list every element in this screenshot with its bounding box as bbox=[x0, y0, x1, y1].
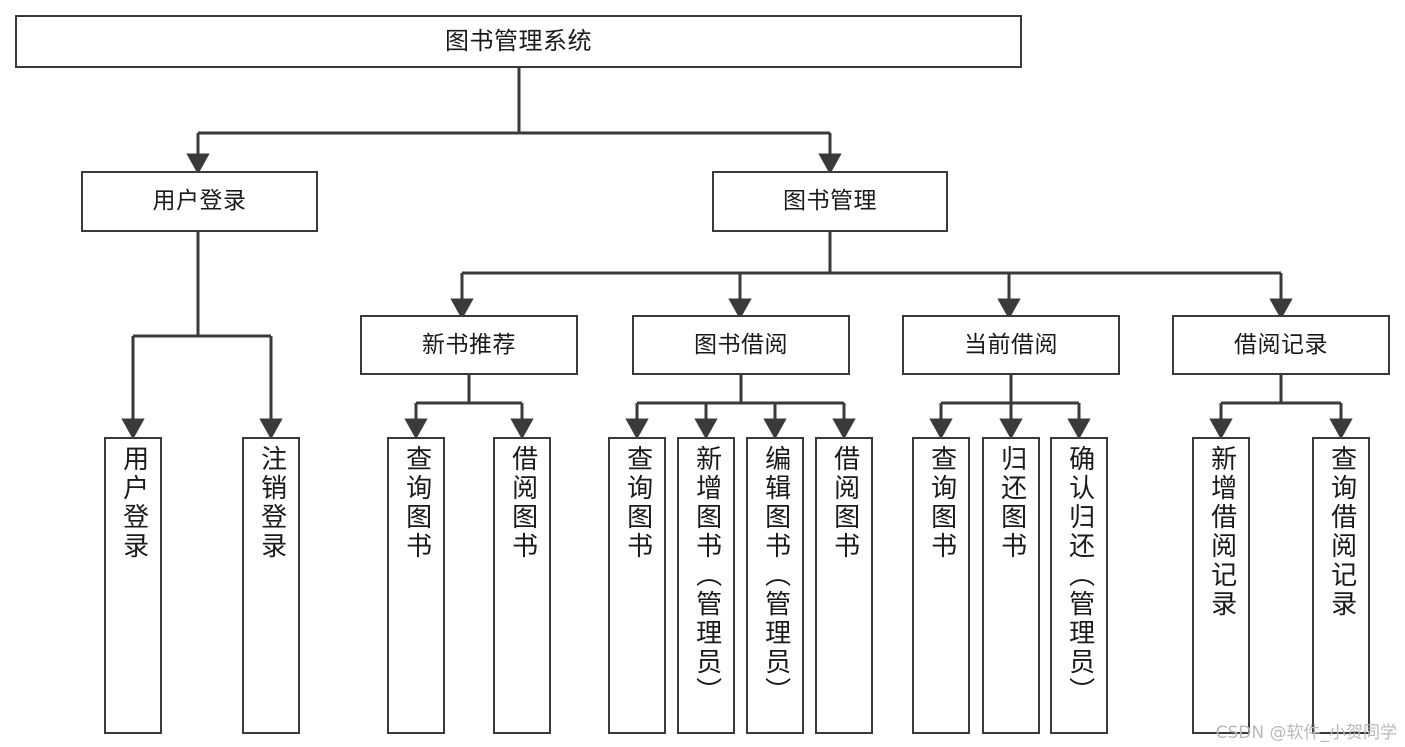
node-label: 编辑图书（管理员） bbox=[760, 445, 791, 706]
node-label: 确认归还（管理员） bbox=[1064, 445, 1095, 706]
watermark-text: CSDN @软件_小贺同学 bbox=[1215, 723, 1397, 743]
node-label: 归还图书 bbox=[996, 445, 1027, 561]
leaf-query-book-recommend[interactable]: 查询图书 bbox=[387, 437, 445, 734]
node-label: 用户登录 bbox=[118, 445, 149, 561]
node-label: 图书管理 bbox=[783, 188, 877, 215]
node-label: 查询图书 bbox=[401, 445, 432, 561]
leaf-return-book[interactable]: 归还图书 bbox=[982, 437, 1040, 734]
node-label: 借阅图书 bbox=[829, 445, 860, 561]
leaf-logout[interactable]: 注销登录 bbox=[242, 437, 300, 734]
leaf-add-borrow-record[interactable]: 新增借阅记录 bbox=[1192, 437, 1250, 734]
leaf-query-book-current[interactable]: 查询图书 bbox=[912, 437, 970, 734]
node-label: 新书推荐 bbox=[422, 331, 516, 358]
leaf-add-book[interactable]: 新增图书（管理员） bbox=[677, 437, 735, 734]
node-label: 用户登录 bbox=[152, 188, 247, 215]
node-label: 借阅图书 bbox=[507, 445, 538, 561]
node-label: 查询图书 bbox=[622, 445, 653, 561]
node-book-borrow[interactable]: 图书借阅 bbox=[632, 315, 850, 375]
leaf-query-book-borrow[interactable]: 查询图书 bbox=[608, 437, 666, 734]
leaf-confirm-return[interactable]: 确认归还（管理员） bbox=[1050, 437, 1108, 734]
node-label: 图书管理系统 bbox=[445, 26, 592, 55]
node-label: 查询图书 bbox=[926, 445, 957, 561]
node-label: 新增借阅记录 bbox=[1206, 445, 1237, 619]
node-current-borrow[interactable]: 当前借阅 bbox=[902, 315, 1120, 375]
node-label: 查询借阅记录 bbox=[1326, 445, 1357, 619]
node-borrow-record[interactable]: 借阅记录 bbox=[1172, 315, 1390, 375]
node-book-management[interactable]: 图书管理 bbox=[712, 171, 948, 232]
node-root-system[interactable]: 图书管理系统 bbox=[15, 15, 1022, 68]
leaf-borrow-book-recommend[interactable]: 借阅图书 bbox=[493, 437, 551, 734]
node-label: 图书借阅 bbox=[694, 331, 788, 358]
leaf-query-borrow-record[interactable]: 查询借阅记录 bbox=[1312, 437, 1370, 734]
node-label: 当前借阅 bbox=[964, 331, 1058, 358]
leaf-edit-book[interactable]: 编辑图书（管理员） bbox=[746, 437, 804, 734]
node-label: 借阅记录 bbox=[1234, 331, 1328, 358]
node-label: 新增图书（管理员） bbox=[691, 445, 722, 706]
leaf-borrow-book[interactable]: 借阅图书 bbox=[815, 437, 873, 734]
node-label: 注销登录 bbox=[256, 445, 287, 561]
node-new-book-recommend[interactable]: 新书推荐 bbox=[360, 315, 578, 375]
leaf-user-login[interactable]: 用户登录 bbox=[104, 437, 162, 734]
node-user-login[interactable]: 用户登录 bbox=[81, 171, 318, 232]
